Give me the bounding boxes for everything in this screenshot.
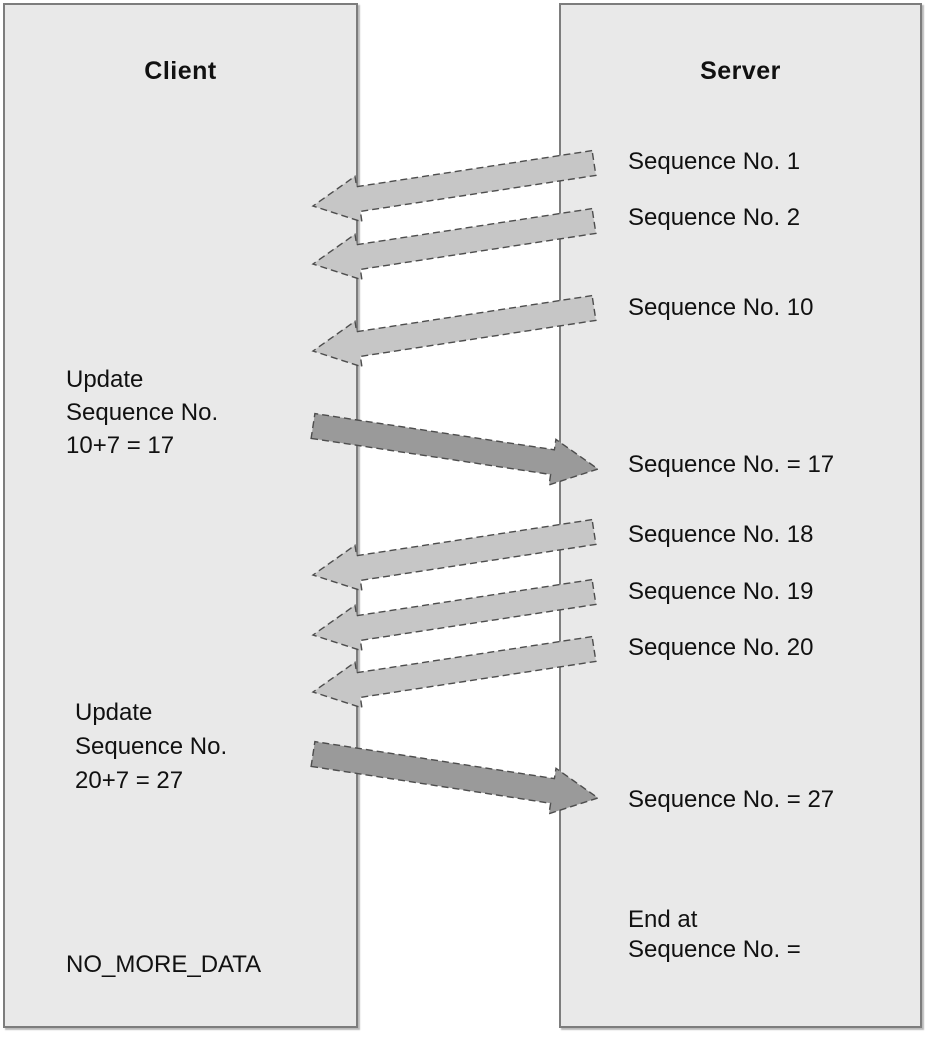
label-sequence-no-eq-27: Sequence No. = 27: [628, 786, 835, 813]
update-note-27-line-2: Sequence No.: [75, 733, 228, 760]
no-more-data-label: NO_MORE_DATA: [66, 951, 262, 978]
label-sequence-no-eq-17: Sequence No. = 17: [628, 451, 835, 478]
label-sequence-no-19: Sequence No. 19: [628, 578, 814, 605]
label-sequence-no-20: Sequence No. 20: [628, 634, 814, 661]
update-note-17: Update Sequence No. 10+7 = 17: [66, 363, 218, 462]
end-at-note-line-2: Sequence No. =: [628, 936, 801, 963]
label-sequence-no-10: Sequence No. 10: [628, 294, 814, 321]
server-title: Server: [700, 57, 781, 85]
end-at-note-line-1: End at: [628, 906, 698, 933]
update-note-27-line-3: 20+7 = 27: [75, 767, 184, 794]
label-sequence-no-18: Sequence No. 18: [628, 521, 814, 548]
label-sequence-no-1: Sequence No. 1: [628, 148, 801, 175]
label-sequence-no-2: Sequence No. 2: [628, 204, 801, 231]
update-note-17-line-3: 10+7 = 17: [66, 432, 175, 459]
update-note-27-line-1: Update: [75, 699, 153, 726]
client-title: Client: [144, 57, 217, 85]
update-note-17-line-2: Sequence No.: [66, 399, 219, 426]
server-panel: Server: [559, 3, 922, 1028]
update-note-27: Update Sequence No. 20+7 = 27: [75, 696, 227, 798]
update-note-17-line-1: Update: [66, 366, 144, 393]
end-at-note: End at Sequence No. =: [628, 905, 801, 965]
client-panel: Client: [3, 3, 358, 1028]
